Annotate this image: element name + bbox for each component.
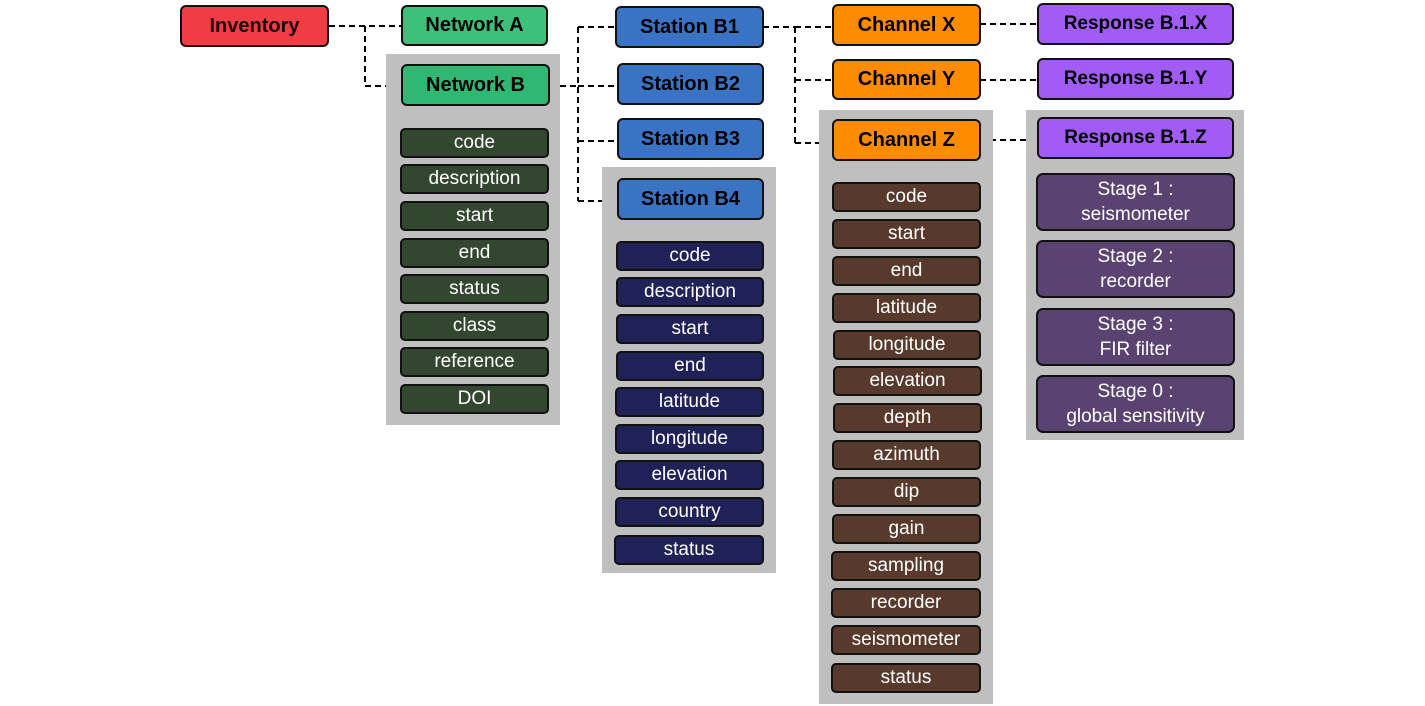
network-attr-start: start — [400, 201, 549, 231]
network-attr-end: end — [400, 238, 549, 268]
station-attr-start: start — [616, 314, 764, 344]
channel-attr-latitude: latitude — [832, 293, 981, 323]
stage-2-description: recorder — [1100, 271, 1171, 292]
response-b1z-node: Response B.1.Z — [1037, 117, 1234, 159]
channel-attr-gain: gain — [832, 514, 981, 544]
stage-1-description: seismometer — [1081, 204, 1190, 225]
channel-attr-code: code — [832, 182, 981, 212]
channel-attr-recorder: recorder — [831, 588, 981, 618]
network-attr-code: code — [400, 128, 549, 158]
stage-0-description: global sensitivity — [1066, 406, 1205, 427]
network-b-node: Network B — [401, 64, 550, 106]
channel-z-node: Channel Z — [832, 119, 981, 161]
network-a-node: Network A — [401, 5, 548, 46]
stage-2-box: Stage 2 : recorder — [1036, 240, 1235, 298]
stage-3-box: Stage 3 : FIR filter — [1036, 308, 1235, 366]
response-b1y-node: Response B.1.Y — [1037, 58, 1234, 100]
station-attr-description: description — [616, 277, 764, 307]
channel-attr-start: start — [832, 219, 981, 249]
stage-3-description: FIR filter — [1099, 339, 1172, 360]
station-attr-latitude: latitude — [615, 387, 764, 417]
station-attr-country: country — [615, 497, 764, 527]
stage-1-title: Stage 1 : — [1097, 179, 1174, 200]
channel-attr-dip: dip — [832, 477, 981, 507]
channel-attr-longitude: longitude — [833, 330, 981, 360]
station-attr-elevation: elevation — [615, 460, 764, 490]
channel-attr-end: end — [832, 256, 981, 286]
network-attr-doi: DOI — [400, 384, 549, 414]
network-attr-reference: reference — [400, 347, 549, 377]
station-b3-node: Station B3 — [617, 118, 764, 160]
station-b1-node: Station B1 — [615, 6, 764, 48]
channel-attr-depth: depth — [833, 403, 982, 433]
stage-0-title: Stage 0 : — [1097, 381, 1174, 402]
channel-attr-sampling: sampling — [831, 551, 981, 581]
network-attr-status: status — [400, 274, 549, 304]
station-b2-node: Station B2 — [617, 63, 764, 105]
channel-attr-azimuth: azimuth — [832, 440, 981, 470]
stage-2-title: Stage 2 : — [1097, 246, 1174, 267]
station-attr-code: code — [616, 241, 764, 271]
channel-attr-seismometer: seismometer — [831, 625, 981, 655]
inventory-node: Inventory — [180, 5, 329, 47]
station-attr-end: end — [616, 351, 764, 381]
station-attr-longitude: longitude — [615, 424, 764, 454]
response-b1x-node: Response B.1.X — [1037, 3, 1234, 45]
stage-3-title: Stage 3 : — [1097, 314, 1174, 335]
station-b4-node: Station B4 — [617, 178, 764, 220]
channel-x-node: Channel X — [832, 4, 981, 46]
channel-attr-elevation: elevation — [833, 366, 982, 396]
network-attr-class: class — [400, 311, 549, 341]
network-attr-description: description — [400, 164, 549, 194]
stage-1-box: Stage 1 : seismometer — [1036, 173, 1235, 231]
stage-0-box: Stage 0 : global sensitivity — [1036, 375, 1235, 433]
channel-y-node: Channel Y — [832, 59, 981, 100]
station-attr-status: status — [614, 535, 764, 565]
channel-attr-status: status — [831, 663, 981, 693]
